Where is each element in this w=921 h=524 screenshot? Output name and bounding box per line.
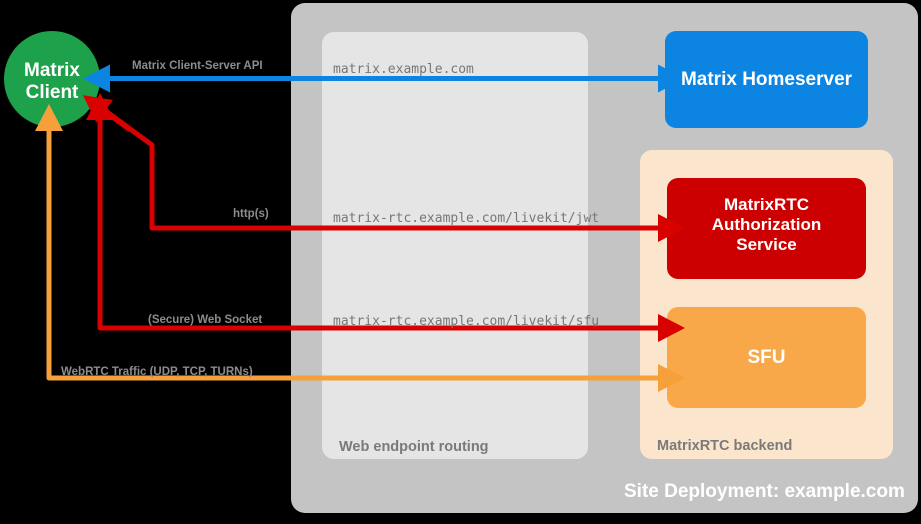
web-endpoint-routing-container [322,32,588,459]
site-deployment-caption: Site Deployment: example.com [624,481,905,502]
matrix-client-circle[interactable] [4,31,100,127]
url-label-matrix-example-com: matrix.example.com [333,62,474,77]
matrixrtc-authorization-service-box[interactable] [667,178,866,279]
matrixrtc-backend-caption: MatrixRTC backend [657,438,793,454]
url-label-livekit-sfu: matrix-rtc.example.com/livekit/sfu [333,314,600,329]
edge-webrtc-traffic [46,135,685,392]
edge-label-http-s: http(s) [233,208,269,220]
web-endpoint-routing-caption: Web endpoint routing [339,439,489,455]
edge-livekit-sfu [97,124,685,342]
url-label-livekit-jwt: matrix-rtc.example.com/livekit/jwt [333,211,600,226]
edge-label-webrtc-traffic: WebRTC Traffic (UDP, TCP, TURNs) [61,366,253,378]
sfu-box[interactable] [667,307,866,408]
edge-label-matrix-cs-api: Matrix Client-Server API [132,60,263,72]
matrix-homeserver-box[interactable] [665,31,868,128]
edge-label-web-socket: (Secure) Web Socket [148,314,263,326]
edge-livekit-jwt-return-head [82,95,132,133]
